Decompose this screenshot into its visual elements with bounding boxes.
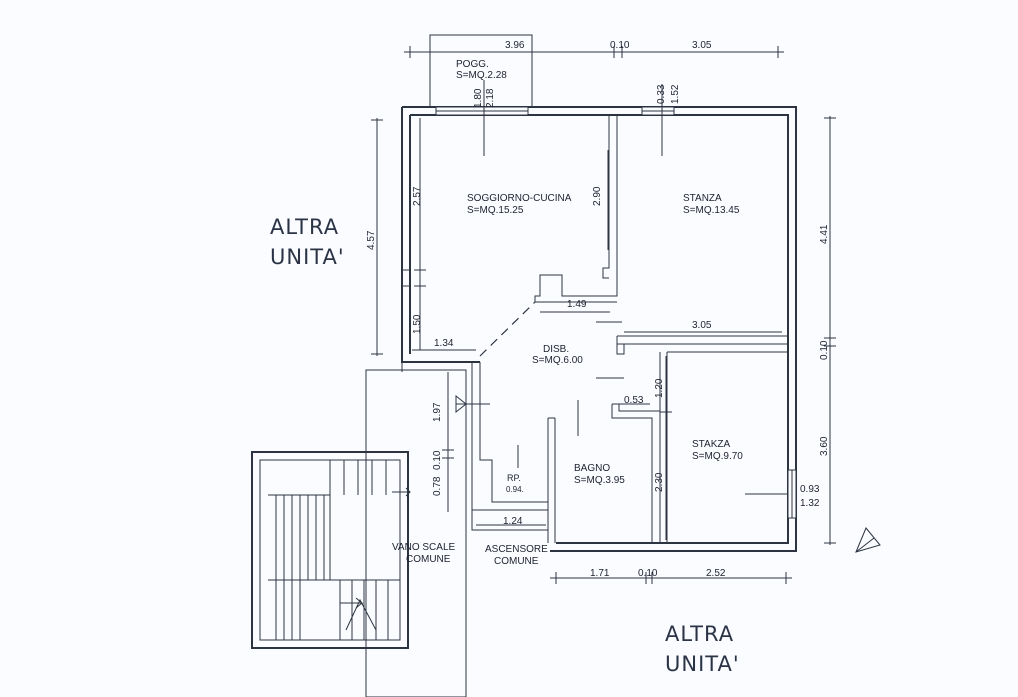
dim-top-right: 3.05 [692, 40, 712, 51]
dimension-lines [371, 46, 836, 584]
neighbor-left-line1: ALTRA [270, 215, 339, 239]
north-arrow [855, 527, 881, 553]
bedroom2-area: S=MQ.9.70 [692, 451, 743, 462]
dim-left-width: 1.34 [434, 338, 454, 349]
dim-balcony-depth-b: 2.18 [485, 88, 496, 108]
stair-core [251, 369, 467, 697]
interior-walls [401, 115, 789, 543]
dim-entry-small-b: 0.10 [432, 450, 443, 470]
hall-name: DISB. [543, 344, 569, 355]
dim-bath-notch: 0.53 [624, 395, 644, 406]
dim-elevator-width: 1.24 [503, 516, 523, 527]
dim-right-bottom: 3.60 [819, 436, 830, 456]
dim-left-lower: 1.50 [412, 314, 423, 334]
dim-window-right-b: 1.32 [800, 498, 820, 509]
bedroom1-area: S=MQ.13.45 [683, 205, 740, 216]
dim-window-b: 1.52 [670, 84, 681, 104]
closet-name: RP. [507, 473, 521, 483]
bedroom1-name: STANZA [683, 193, 722, 204]
dim-top-mid: 0.10 [610, 40, 630, 51]
dim-bottom-right: 2.52 [706, 568, 726, 579]
hall-area: S=MQ.6.00 [532, 355, 583, 366]
bedroom2-name: STAKZA [692, 439, 730, 450]
neighbor-left-line2: UNITA' [270, 245, 345, 269]
dim-top-left: 3.96 [505, 40, 525, 51]
dim-window-a: 0.33 [656, 84, 667, 104]
dim-bottom-mid: 0.10 [638, 568, 658, 579]
stairs-label-line2: COMUNE [406, 554, 451, 565]
dim-bottom-left: 1.71 [590, 568, 610, 579]
dim-right-mid: 0.10 [819, 340, 830, 360]
bathroom-name: BAGNO [574, 463, 610, 474]
entrance-door [455, 394, 490, 414]
dim-window-right-a: 0.93 [800, 484, 820, 495]
dim-living-height: 2.57 [412, 186, 423, 206]
dim-entry-height: 1.97 [432, 402, 443, 422]
dim-kitchen-step: 1.49 [567, 299, 587, 310]
elevator-label-line2: COMUNE [494, 556, 539, 567]
open-boundary [479, 301, 536, 357]
dim-bedroom2-lower: 2.30 [654, 472, 665, 492]
dim-left-height: 4.57 [366, 230, 377, 250]
dim-balcony-depth-a: 1.80 [473, 88, 484, 108]
elevator-label-line1: ASCENSORE [485, 544, 548, 555]
fixture-marks [517, 321, 788, 495]
dim-right-top: 4.41 [819, 224, 830, 244]
closet-area: 0.94. [506, 485, 524, 494]
stairs-label-line1: VANO SCALE [392, 542, 455, 553]
balcony-area: S=MQ.2.28 [456, 70, 507, 81]
living-area: S=MQ.15.25 [467, 205, 524, 216]
dim-mid-width: 3.05 [692, 320, 712, 331]
neighbor-bottom-line2: UNITA' [665, 652, 740, 676]
bathroom-area: S=MQ.3.95 [574, 475, 625, 486]
neighbor-bottom-line1: ALTRA [665, 622, 734, 646]
dim-partition-height: 2.90 [592, 186, 603, 206]
balcony-name: POGG. [456, 59, 489, 70]
living-name: SOGGIORNO-CUCINA [467, 193, 572, 204]
dim-bedroom2-upper: 1.20 [654, 378, 665, 398]
dim-entry-small-a: 0.78 [432, 476, 443, 496]
